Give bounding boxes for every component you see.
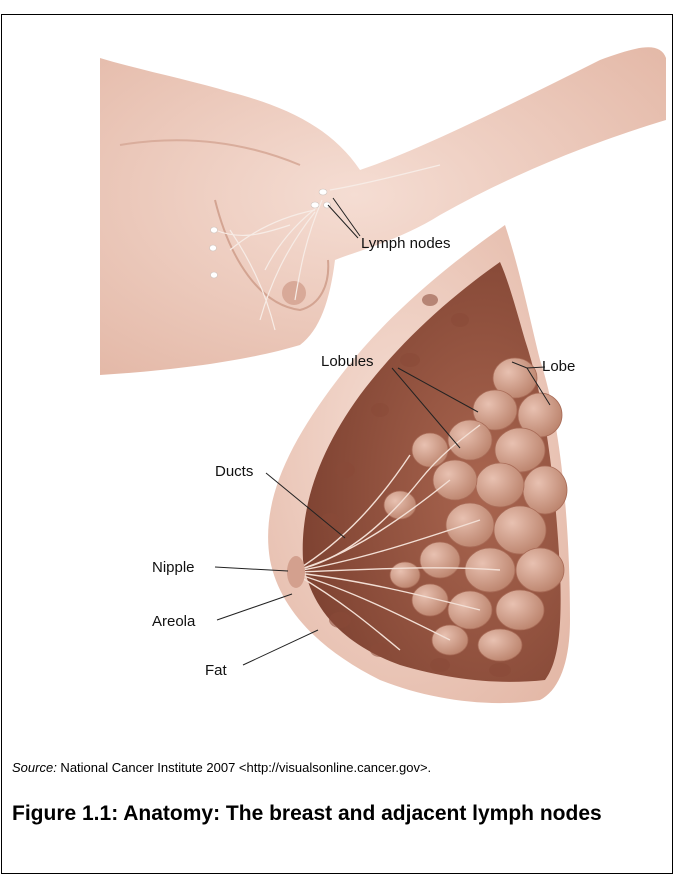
label-lobules: Lobules — [321, 353, 374, 370]
nipple-section — [287, 556, 305, 588]
label-fat: Fat — [205, 662, 228, 679]
label-lymph-nodes: Lymph nodes — [361, 235, 451, 252]
torso-figure — [100, 47, 666, 375]
source-line: Source: National Cancer Institute 2007 <… — [12, 760, 431, 775]
label-areola: Areola — [152, 613, 196, 630]
label-ducts: Ducts — [215, 463, 253, 480]
source-text: National Cancer Institute 2007 <http://v… — [57, 760, 431, 775]
figure-caption: Figure 1.1: Anatomy: The breast and adja… — [12, 801, 632, 826]
source-prefix: Source: — [12, 760, 57, 775]
breast-anatomy-illustration: Lymph nodes Lobules Lobe Ducts Nipple Ar… — [0, 0, 676, 760]
nipple-small — [282, 281, 306, 305]
label-nipple: Nipple — [152, 559, 195, 576]
label-lobe: Lobe — [542, 358, 575, 375]
torso-skin — [100, 47, 666, 375]
